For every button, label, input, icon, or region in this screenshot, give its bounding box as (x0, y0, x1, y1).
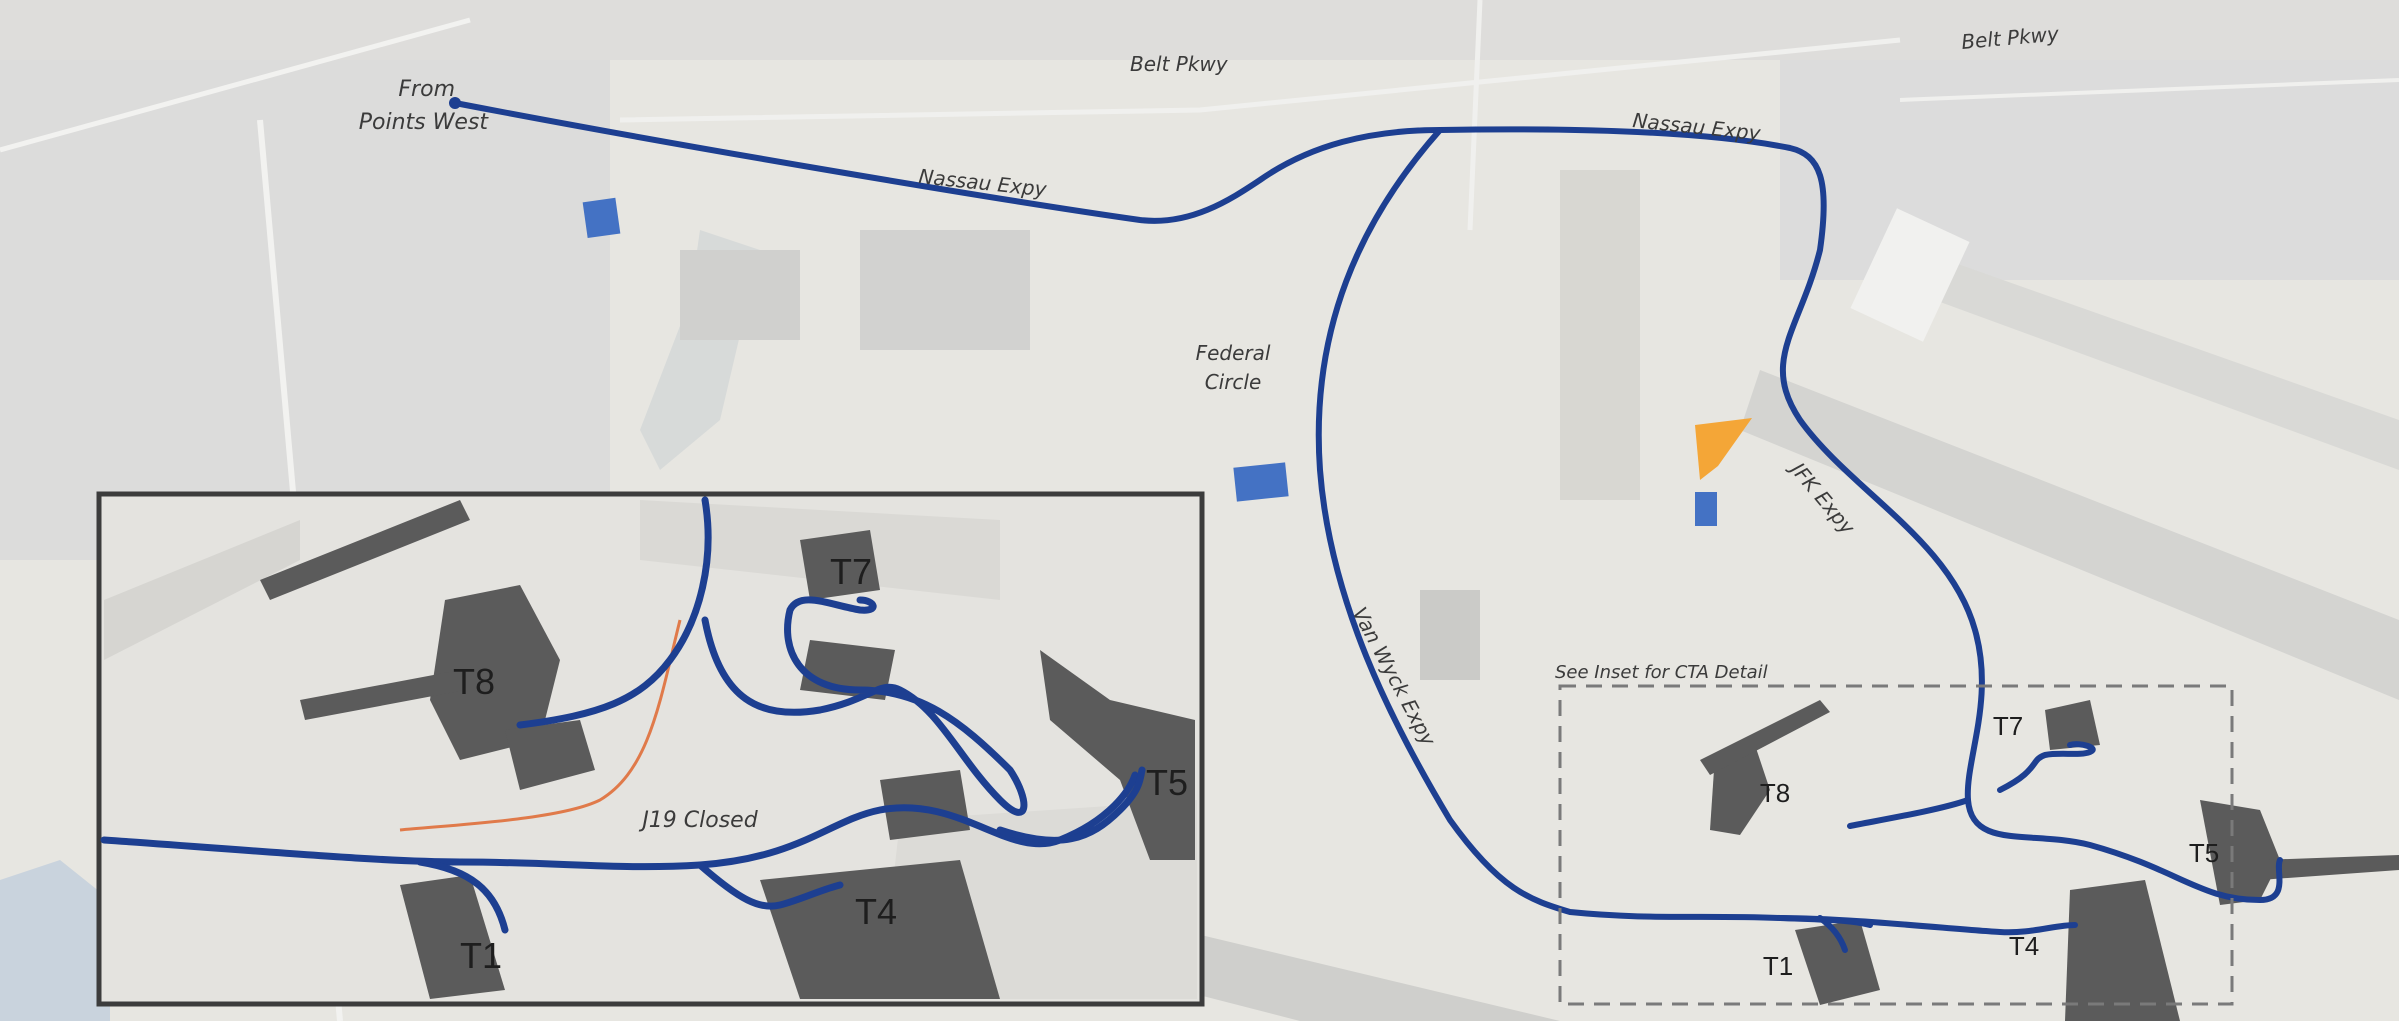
inset-t7-label: T7 (830, 551, 872, 592)
terminal-4-building (2065, 880, 2180, 1021)
inset-t5-building (1040, 650, 1195, 860)
inset-t1-label: T1 (460, 935, 502, 976)
t1-label-main: T1 (1763, 951, 1793, 981)
airfield-strip (1560, 170, 1640, 500)
residential-area-west (0, 60, 610, 560)
inset-t8-concourse-north (260, 500, 470, 600)
t8-label-main: T8 (1760, 778, 1790, 808)
origin-marker (449, 97, 461, 109)
cargo-building (1850, 208, 1970, 342)
road-line (1467, 0, 1483, 231)
route-to-terminal-1 (1817, 915, 1848, 953)
parking-lot-central (1695, 492, 1717, 526)
inset-note-label: See Inset for CTA Detail (1555, 662, 1768, 683)
j19-closed-ramp (399, 619, 682, 832)
route-to-terminal-4 (1777, 915, 2078, 936)
inset-t1-building (400, 875, 505, 999)
cta-detail-inset: T8 T7 T5 T4 T1 J19 Closed (96, 491, 1205, 1007)
route-to-terminal-7 (1997, 741, 2096, 793)
inset-t8-concourse-west (300, 670, 465, 720)
inset-t8-building (430, 585, 560, 760)
federal-circle-label-line2: Circle (1205, 370, 1262, 394)
inset-t4-headhouse (880, 770, 970, 840)
t5-label-main: T5 (2189, 838, 2219, 868)
terminal-8-building (1710, 745, 1770, 835)
runway-northeast (1880, 240, 2399, 470)
route-from-points-west (452, 100, 2283, 903)
inset-t7-building (800, 530, 880, 600)
road-line (1899, 78, 2399, 102)
orange-zone (1695, 418, 1752, 480)
road-line (0, 17, 471, 153)
inset-t8-annex (505, 720, 595, 790)
inset-route-t7-loop (701, 596, 1028, 816)
inset-t4-label: T4 (855, 891, 897, 932)
inset-extent-outline (1558, 684, 2234, 1006)
runway-east (1740, 370, 2399, 700)
residential-area-north (0, 0, 2399, 60)
parking-lot-west (582, 197, 621, 239)
route-to-terminal-8 (1847, 797, 1971, 829)
facility-block (1420, 590, 1480, 680)
parking-lot-federal-circle (1233, 462, 1289, 502)
inset-route-north (516, 496, 712, 729)
terminal-5-concourse (2260, 855, 2399, 880)
inset-route-to-t5 (996, 766, 1146, 844)
inset-t5-label: T5 (1146, 762, 1188, 803)
from-label-line2: Points West (359, 110, 490, 135)
tank-farm (680, 250, 800, 340)
route-van-wyck (1315, 127, 1873, 928)
runway-south (1160, 930, 1560, 1021)
belt-parkway-road (619, 37, 1901, 123)
inset-route-to-t4 (696, 861, 844, 910)
federal-circle-label-line1: Federal (1196, 341, 1271, 365)
terminal-8-concourse (1700, 700, 1830, 775)
t7-label-main: T7 (1993, 711, 2023, 741)
inset-runway (104, 520, 300, 660)
tank-farm-2 (860, 230, 1030, 350)
inset-route-to-t1 (416, 858, 509, 934)
j19-closed-label: J19 Closed (638, 808, 758, 833)
terminal-1-building (1795, 920, 1880, 1005)
from-label-line1: From (398, 77, 455, 102)
inset-t8-label: T8 (453, 661, 495, 702)
belt-pkwy-label-west: Belt Pkwy (1130, 52, 1229, 76)
water-southwest (0, 860, 110, 1021)
t4-label-main: T4 (2009, 931, 2039, 961)
terminal-7-building (2045, 700, 2100, 750)
